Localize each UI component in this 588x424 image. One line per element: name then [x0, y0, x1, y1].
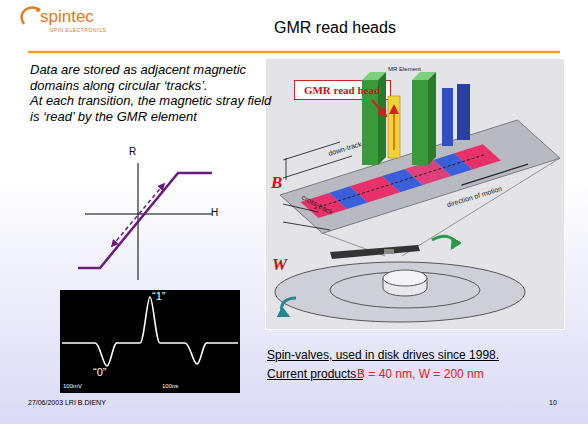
dimension-symbol: W — [272, 255, 287, 275]
callout-text: GMR read head — [295, 84, 389, 97]
logo-dot — [36, 8, 40, 12]
axis-label: R — [129, 146, 136, 158]
logo-swirl — [22, 8, 40, 24]
logo-tagline: SPIN ELECTRONICS — [50, 28, 107, 34]
scale-label: 100mV — [63, 383, 82, 390]
sweep-arrow — [112, 184, 164, 246]
h-axis — [85, 214, 212, 215]
logo-word: spintec — [40, 7, 94, 27]
axis-label: H — [211, 207, 218, 219]
illustration-panel: GMR read head MR Element down-track cross-t… — [265, 58, 565, 330]
dimension-symbol: B — [271, 173, 282, 193]
page-number: 10 — [549, 399, 557, 407]
scale-label: 100ns — [162, 383, 178, 390]
rh-curve — [78, 173, 212, 268]
oscilloscope-screen: “1” “0” 100mV 100ns — [60, 290, 240, 393]
r-axis — [138, 163, 139, 280]
intro-text: Data are stored as adjacent magnetic dom… — [30, 62, 266, 93]
bit-value: “1” — [152, 290, 165, 303]
dimension-value: B = 40 nm, W = 200 nm — [357, 368, 484, 382]
note-text: Current products : — [267, 368, 363, 382]
axis-label: cross-track — [300, 193, 334, 216]
bit-value: “0” — [93, 366, 106, 379]
intro-text: At each transition, the magnetic stray f… — [30, 93, 274, 124]
axis-label: direction of motion — [446, 185, 503, 209]
footer-text: 27/06/2003 LRI B.DIENY — [28, 399, 106, 407]
callout-box: GMR read head — [294, 80, 391, 100]
axis-label: down-track — [328, 140, 363, 158]
header-rule — [28, 51, 560, 54]
part-label: MR Element — [388, 66, 421, 73]
note-text: Spin-valves, used in disk drives since 1… — [267, 349, 499, 363]
slide-title: GMR read heads — [255, 19, 415, 37]
